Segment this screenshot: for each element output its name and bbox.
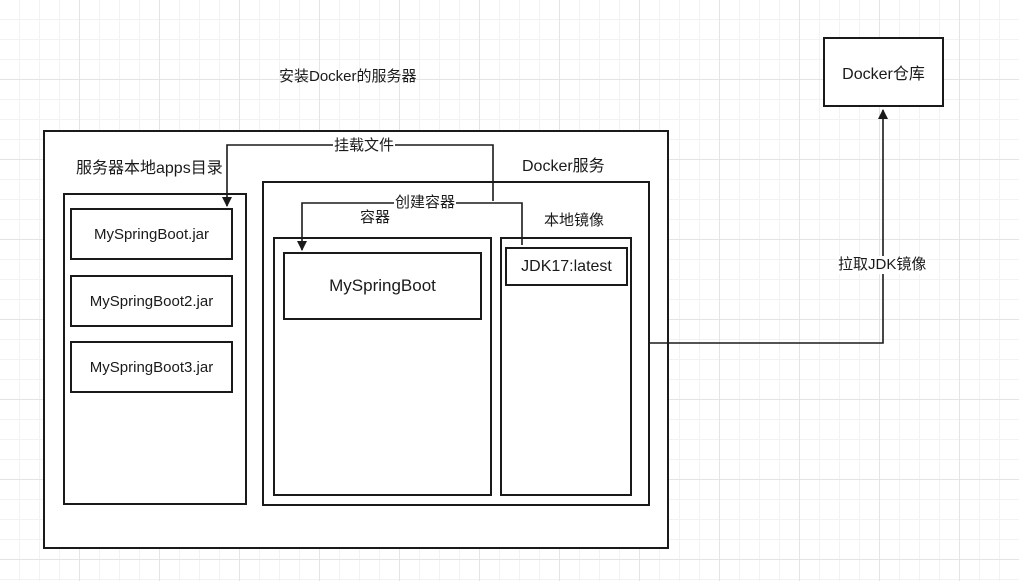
- create-label: 创建容器: [394, 194, 457, 212]
- container-app-label: MySpringBoot: [329, 276, 436, 295]
- apps-dir-title: 服务器本地apps目录: [76, 160, 223, 177]
- server-title: 安装Docker的服务器: [279, 68, 417, 85]
- mount-label: 挂载文件: [333, 137, 396, 155]
- jar-item-3-label: MySpringBoot3.jar: [89, 358, 214, 376]
- pull-label: 拉取JDK镜像: [837, 256, 928, 274]
- docker-registry-label: Docker仓库: [842, 66, 925, 83]
- docker-service-title: Docker服务: [522, 158, 605, 175]
- container-title: 容器: [360, 209, 391, 226]
- image-item[interactable]: JDK17:latest: [505, 247, 628, 286]
- container-app[interactable]: MySpringBoot: [283, 252, 482, 320]
- jar-item-1[interactable]: MySpringBoot.jar: [70, 208, 233, 260]
- pull-arrow: [650, 109, 888, 344]
- local-images-title: 本地镜像: [544, 212, 605, 229]
- jar-item-1-label: MySpringBoot.jar: [93, 225, 210, 243]
- jar-item-3[interactable]: MySpringBoot3.jar: [70, 341, 233, 393]
- jar-item-2-label: MySpringBoot2.jar: [89, 292, 214, 310]
- docker-registry-box[interactable]: Docker仓库: [823, 37, 944, 107]
- image-item-label: JDK17:latest: [521, 257, 612, 275]
- jar-item-2[interactable]: MySpringBoot2.jar: [70, 275, 233, 327]
